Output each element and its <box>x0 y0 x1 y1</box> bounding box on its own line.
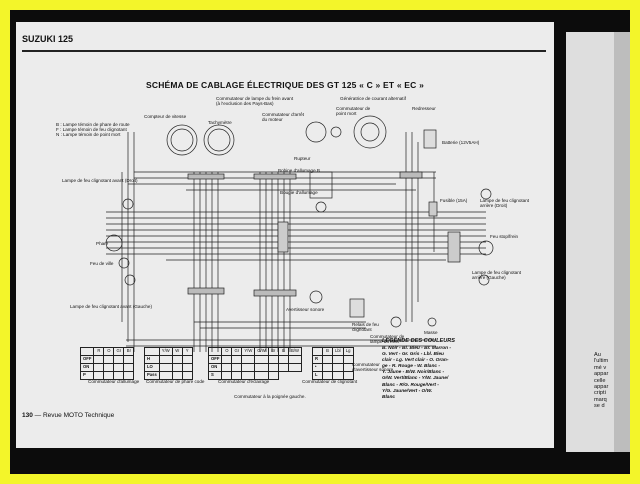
sw-hdr: B/W <box>288 347 302 356</box>
page-footer: 130 — Revue MOTO Technique <box>22 412 114 419</box>
label-comm-lampe-frein: Commutateur de lampe du frein <box>370 334 405 345</box>
sw-hdr: Gr <box>231 347 243 356</box>
label-redresseur: Redresseur <box>412 106 436 111</box>
page-number: 130 <box>22 412 33 419</box>
sw-hdr: O <box>221 347 233 356</box>
wiring-diagram <box>105 115 494 352</box>
sw-row: ON <box>79 363 95 372</box>
label-lampes-temoin: B : Lampe témoin de phare de route F : L… <box>56 122 130 138</box>
label-clign-arriere-gauche: Lampe de feu clignotant arrière (Gauche) <box>472 270 522 281</box>
sw-hdr: B <box>322 347 333 356</box>
label-batterie: Batterie (12V5AH) <box>442 140 480 145</box>
legend-title: LEGENDE DES COULEURS <box>382 338 456 344</box>
sw-hdr: B <box>278 347 289 356</box>
label-arret-moteur: Commutateur d'arrêt du moteur <box>262 112 304 123</box>
sw-hdr: Br <box>267 347 279 356</box>
sw-hdr: O <box>103 347 115 356</box>
label-rupteur: Rupteur <box>294 156 311 161</box>
sw-row: OFF <box>79 355 95 364</box>
header-rule <box>22 50 546 52</box>
label-masse: Masse <box>424 330 438 335</box>
sw-row: S <box>207 371 223 380</box>
facing-page-text: Au l'ultim mé v appar celle appar cripti… <box>594 352 609 410</box>
label-point-mort: Commutateur de point mort <box>336 106 371 117</box>
sw-row: ON <box>207 363 223 372</box>
label-clign-avant-gauche: Lampe de feu clignotant avant (Gauche) <box>70 304 152 309</box>
label-feu-ville: Feu de ville <box>90 261 114 266</box>
sw-row: P <box>79 371 95 380</box>
diagram-title: SCHÉMA DE CABLAGE ÉLECTRIQUE DES GT 125 … <box>145 80 424 90</box>
caption-comm-eclairage: Commutateur d'éclairage <box>218 379 270 384</box>
label-tachymetre: Tachymètre <box>208 120 232 125</box>
sw-hdr: Lg <box>342 347 354 356</box>
sw-hdr: Gr <box>113 347 125 356</box>
label-bobine: Bobine d'allumage B <box>278 168 320 173</box>
label-feu-stop: Feu stop/frein <box>490 234 519 239</box>
label-clign-avant-droit: Lampe de feu clignotant avant (Droit) <box>62 178 138 183</box>
page-edge-shadow <box>614 32 630 452</box>
label-compteur: Compteur de vitesse <box>144 114 187 119</box>
sw-hdr: Lbl <box>332 347 344 356</box>
sw-row: H <box>144 355 160 364</box>
label-avertisseur: Avertisseur sonore <box>286 307 325 312</box>
book-page: SUZUKI 125 SCHÉMA DE CABLAGE ÉLECTRIQUE … <box>16 22 554 448</box>
label-clign-arriere-droit: Lampe de feu clignotant arrière (Droit) <box>480 198 530 209</box>
label-phare: Phare <box>96 241 109 246</box>
sw-hdr: Y/W <box>158 347 173 356</box>
sw-hdr: Y/W <box>241 347 256 356</box>
sw-row: • <box>312 363 323 372</box>
caption-comm-phare: Commutateur de phare code <box>146 379 205 384</box>
label-lampe-frein: Commutateur de lampe du frein avant (à l… <box>216 96 294 107</box>
label-comm-avertisseur: Commutateur d'avertisseur sonore <box>352 362 394 373</box>
sw-row: LO <box>144 363 160 372</box>
label-bougie: Bougie d'allumage <box>280 190 318 195</box>
footer-source: — Revue MOTO Technique <box>34 412 115 419</box>
legend-text: B. Noir - Bl. Bleu - Br. Marron - G. Ver… <box>382 346 452 400</box>
sw-hdr: Y <box>181 347 193 356</box>
caption-comm-poignee: Commutateur à la poignée gauche. <box>234 394 306 399</box>
sw-hdr: G/W <box>254 347 269 356</box>
label-fusible: Fusible (15A) <box>440 198 468 203</box>
label-relais: Relais de feu clignotant <box>352 322 379 333</box>
sw-hdr: Br <box>123 347 135 356</box>
label-generatrice: Génératrice de courant alternatif <box>340 96 406 101</box>
sw-row: OFF <box>207 355 223 364</box>
color-legend: LEGENDE DES COULEURS B. Noir - Bl. Bleu … <box>382 338 512 401</box>
caption-comm-clignotant: Commutateur de clignotant <box>302 379 358 384</box>
caption-comm-allumage: Commutateur d'allumage <box>88 379 140 384</box>
facing-page <box>566 32 614 452</box>
sw-hdr <box>79 347 95 356</box>
sw-row: R <box>312 355 323 364</box>
sw-hdr: W <box>171 347 183 356</box>
header-title: SUZUKI 125 <box>22 34 74 44</box>
sw-hdr: R <box>93 347 105 356</box>
